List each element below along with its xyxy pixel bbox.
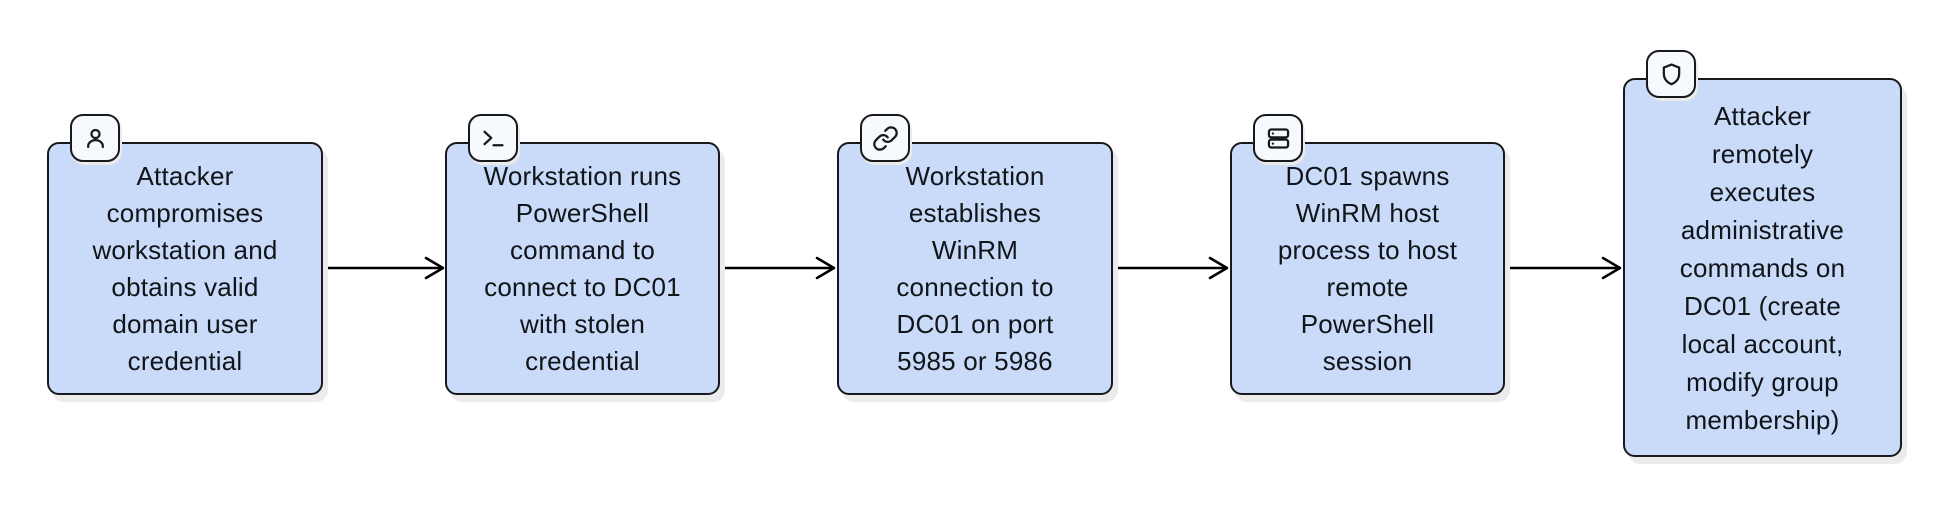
node-label: Attacker compromises workstation and obt…	[92, 160, 278, 376]
flow-arrow-4	[1506, 256, 1622, 280]
link-icon	[872, 125, 898, 151]
flow-arrow-3	[1114, 256, 1229, 280]
flow-node-winrm-host-process: DC01 spawns WinRM host process to host r…	[1230, 114, 1505, 395]
flow-node-powershell-command: Workstation runs PowerShell command to c…	[445, 114, 720, 395]
flow-node-compromise-workstation: Attacker compromises workstation and obt…	[47, 114, 323, 395]
flow-node-admin-commands: Attacker remotely executes administrativ…	[1623, 50, 1902, 457]
server-icon	[1267, 127, 1289, 149]
node-badge	[468, 114, 518, 162]
node-label: Workstation runs PowerShell command to c…	[483, 160, 682, 376]
node-label: DC01 spawns WinRM host process to host r…	[1277, 160, 1458, 376]
flow-arrow-2	[721, 256, 836, 280]
flow-node-winrm-connection: Workstation establishes WinRM connection…	[837, 114, 1113, 395]
node-badge	[860, 114, 910, 162]
terminal-icon	[482, 130, 504, 146]
flow-arrow-1	[324, 256, 445, 280]
shield-icon	[1662, 62, 1680, 85]
user-icon	[86, 128, 104, 148]
node-badge	[1646, 50, 1696, 98]
node-label: Attacker remotely executes administrativ…	[1679, 100, 1846, 435]
node-badge	[70, 114, 120, 162]
node-label: Workstation establishes WinRM connection…	[896, 160, 1054, 376]
node-badge	[1253, 114, 1303, 162]
